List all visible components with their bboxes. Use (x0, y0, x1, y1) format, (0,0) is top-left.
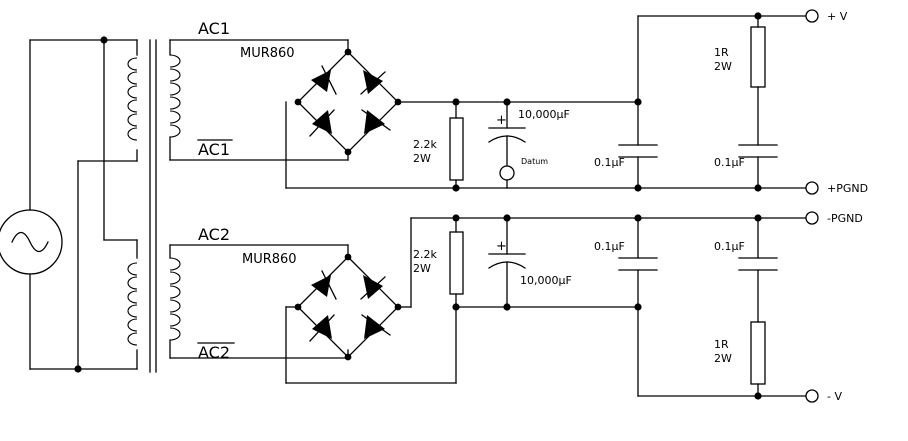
bridge-rectifier-bottom (297, 256, 399, 358)
label-out-pos-v: + V (827, 10, 848, 23)
label-ac1-bar: AC1 (198, 140, 230, 159)
label-out-neg-pgnd: -PGND (827, 212, 863, 225)
label-ac2: AC2 (198, 225, 230, 244)
capacitor-small-bottom-left (618, 257, 658, 271)
label-out-neg-v: - V (827, 390, 842, 403)
label-cap-small-top-right: 0.1µF (714, 156, 745, 169)
label-bleeder-top-value: 2.2k (413, 138, 437, 151)
label-series-r-top-power: 2W (714, 60, 732, 73)
label-cap-small-top-left: 0.1µF (594, 156, 625, 169)
label-ac1: AC1 (198, 19, 230, 38)
capacitor-electrolytic-top (488, 101, 526, 189)
terminal-pos-pgnd (805, 181, 819, 195)
label-series-r-top-value: 1R (714, 46, 729, 59)
resistor-series-top (750, 26, 766, 88)
label-ac2-bar: AC2 (198, 343, 230, 362)
top-wiring (169, 15, 807, 189)
label-bleeder-bottom-value: 2.2k (413, 248, 437, 261)
label-datum: Datum (521, 157, 548, 166)
terminal-neg-pgnd (805, 211, 819, 225)
resistor-bleeder-bottom (449, 217, 464, 308)
junctions-top (294, 12, 762, 192)
resistor-series-bottom (750, 321, 766, 385)
primary-winding-bottom (127, 262, 138, 346)
bridge-rectifier-top (297, 51, 399, 153)
resistor-bleeder-top (449, 101, 464, 189)
secondary-winding-bottom (169, 244, 181, 359)
ac-mains-source (0, 39, 63, 370)
label-cap-big-top: 10,000µF (518, 108, 570, 121)
transformer (29, 36, 181, 373)
primary-winding-top (127, 57, 138, 141)
label-plus-top: + (496, 113, 507, 128)
bottom-wiring (169, 217, 807, 397)
label-cap-small-bottom-right: 0.1µF (714, 240, 745, 253)
secondary-winding-top (169, 39, 181, 161)
capacitor-electrolytic-bottom (488, 217, 526, 308)
label-series-r-bottom-power: 2W (714, 352, 732, 365)
label-rectifier-top: MUR860 (240, 46, 295, 61)
label-series-r-bottom-value: 1R (714, 338, 729, 351)
terminal-pos-v (805, 9, 819, 23)
capacitor-small-bottom-right (738, 257, 778, 271)
label-cap-small-bottom-left: 0.1µF (594, 240, 625, 253)
capacitor-small-top-right (738, 144, 778, 158)
capacitor-small-top-left (618, 144, 658, 158)
junctions-bottom (294, 214, 762, 400)
label-bleeder-bottom-power: 2W (413, 262, 431, 275)
terminal-neg-v (805, 389, 819, 403)
label-out-pos-pgnd: +PGND (827, 182, 868, 195)
label-bleeder-top-power: 2W (413, 152, 431, 165)
label-cap-big-bottom: 10,000µF (520, 274, 572, 287)
label-rectifier-bottom: MUR860 (242, 252, 297, 267)
label-plus-bottom: + (496, 239, 507, 254)
